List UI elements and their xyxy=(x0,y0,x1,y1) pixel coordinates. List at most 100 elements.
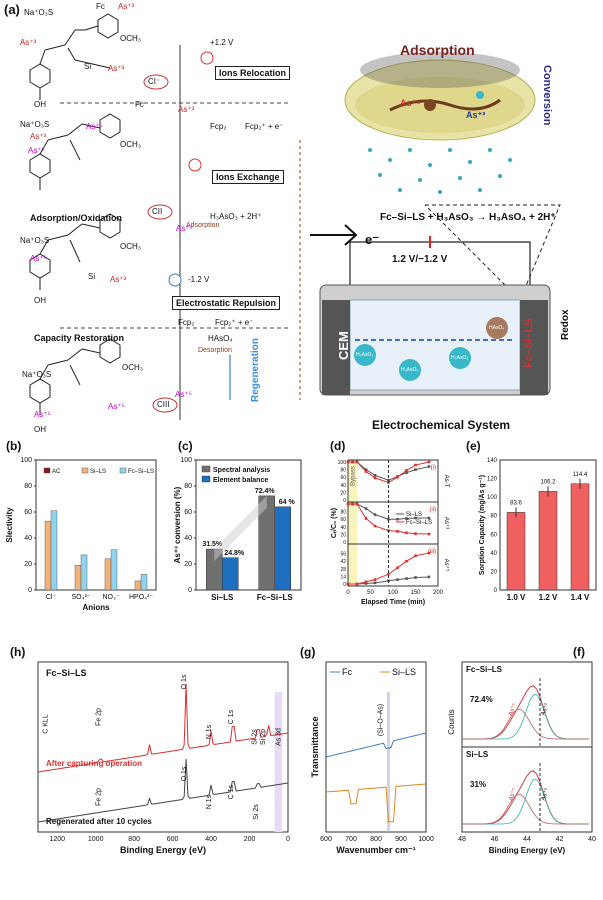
chart-d-xtick-label: 50 xyxy=(367,590,374,596)
chart-g-series-line xyxy=(325,783,427,823)
chart-h-series-line xyxy=(37,758,289,823)
chart-d-ytick-label: 42 xyxy=(340,559,346,565)
equation-label: Fc–Si–LS + H₃AsO₃ → H₃AsO₄ + 2H⁺ xyxy=(380,212,556,223)
chart-d-ytick-label: 0 xyxy=(343,498,346,504)
as5-label-2: As⁺⁵ xyxy=(86,122,103,131)
chart-d-point xyxy=(346,582,350,586)
chart-h-xtick-label: 600 xyxy=(167,836,179,843)
ion-dots xyxy=(368,148,512,194)
chart-c-legend-swatch xyxy=(201,475,211,483)
chart-f-peak-label: As⁺³ xyxy=(540,703,551,717)
chart-g-xtick-label: 600 xyxy=(320,836,332,843)
fc-label-2: Fc xyxy=(135,100,144,109)
chart-h-peak-label: C 1s xyxy=(228,784,235,799)
si-label-3: Si xyxy=(88,272,96,281)
chart-d-xtick-label: 100 xyxy=(388,590,399,596)
chart-b-xtick-label: SO₄²⁻ xyxy=(72,594,91,601)
chart-d-point xyxy=(364,470,368,473)
regeneration-label: Regeneration xyxy=(250,338,261,402)
cell-h3aso3-1: H₃AsO₃ xyxy=(356,352,374,358)
chart-h-peak-label: Si 2p xyxy=(260,729,267,745)
chart-d-subplot-id: (ii) xyxy=(429,507,436,513)
chart-d-ytick-label: 56 xyxy=(340,552,346,558)
chart-b-legend-swatch xyxy=(119,467,127,474)
chart-b-xtick-label: NO₃⁻ xyxy=(102,594,119,601)
chart-d-ytick-label: 0 xyxy=(343,540,346,546)
chart-d-legend-label: Fc–Si–LS xyxy=(406,520,432,526)
chart-c-ytick-label: 20 xyxy=(184,561,192,568)
as3-sheet-label: As⁺³ xyxy=(466,110,486,120)
chart-d-ytick-label: 60 xyxy=(340,517,346,523)
chart-f-title: Si–LS xyxy=(466,750,489,759)
chart-g-xlabel: Wavenumber cm⁻¹ xyxy=(336,845,415,855)
chart-e-bar-label: 114.4 xyxy=(573,472,588,478)
chart-h-peak-label: C 1s xyxy=(228,709,235,724)
molecule-4 xyxy=(29,338,121,415)
chart-e-ytick-label: 0 xyxy=(494,588,498,594)
chart-c-bar-label: 24.8% xyxy=(224,550,245,557)
molecule-2 xyxy=(29,113,121,190)
chart-h-peak-label: Fe 2p xyxy=(96,708,103,726)
naso3s-label-3: Na⁺O₃S xyxy=(20,236,50,245)
chart-d-point xyxy=(355,502,359,506)
desorption-arrow-label: Desorption xyxy=(198,347,232,354)
chart-e-panel-letter: (e) xyxy=(466,440,481,453)
chart-c-legend-label: Element balance xyxy=(213,477,268,484)
chart-d-series-line xyxy=(348,503,430,535)
as5-label-6: As⁺⁵ xyxy=(108,402,125,411)
chart-b-bar xyxy=(50,510,58,591)
chart-h-xtick-label: 200 xyxy=(244,836,256,843)
chart-h-xtick-label: 1200 xyxy=(49,836,65,843)
chart-d-point xyxy=(414,576,417,579)
chart-d-point xyxy=(396,578,399,581)
chart-d-point xyxy=(427,532,431,536)
voltage-minus: -1.2 V xyxy=(188,275,210,284)
chart-e-ytick-label: 120 xyxy=(487,477,498,483)
as3-label-3: As⁺³ xyxy=(108,64,125,73)
chart-f-xtick-label: 44 xyxy=(523,836,531,843)
chart-d: (d)Bypass020406080100(i)As-T020406080(ii… xyxy=(330,440,450,606)
chart-d-point xyxy=(405,577,408,580)
chart-d-point xyxy=(364,468,368,471)
chart-g-series-line xyxy=(325,732,427,758)
fc-si-ls-electrode-label: Fc–Si–LS xyxy=(523,318,535,368)
fc-label-1: Fc xyxy=(96,2,105,11)
chart-d-point xyxy=(405,471,408,474)
chart-d-point xyxy=(355,460,359,464)
chart-c-ytick-label: 80 xyxy=(184,483,192,490)
chart-d-point xyxy=(427,516,431,520)
chart-b-bar xyxy=(74,565,82,591)
as3-label-5: As⁺³ xyxy=(178,105,195,114)
chart-d-xtick-label: 0 xyxy=(346,590,350,596)
voltage-plus: +1.2 V xyxy=(210,38,234,47)
charts-area: (b)020406080100Cl⁻SO₄²⁻NO₃⁻HPO₄²⁻AnionsS… xyxy=(5,440,597,855)
chart-d-ytick-label: 14 xyxy=(340,574,346,580)
chart-c-bar xyxy=(274,506,291,591)
och3-label-4: OCH₃ xyxy=(122,363,144,372)
chart-d-point xyxy=(396,530,399,533)
chart-e-bar xyxy=(506,512,526,591)
chart-d-ytick-label: 40 xyxy=(340,483,346,489)
chart-h-series-label: Regenerated after 10 cycles xyxy=(46,817,152,826)
ions-relocation-box: Ions Relocation xyxy=(215,66,291,80)
chart-h-peak-label: Fe 2p xyxy=(96,788,103,806)
chart-b-ytick-label: 60 xyxy=(24,509,32,516)
chart-c-ytick-label: 100 xyxy=(180,457,192,464)
electron-label: e⁻ xyxy=(365,232,380,247)
chart-e-bar-label: 106.2 xyxy=(540,479,556,485)
cl-i-label: CI⁻ xyxy=(148,77,161,86)
chart-b-panel-letter: (b) xyxy=(6,440,21,453)
och3-label-1: OCH₃ xyxy=(120,34,142,43)
circuit xyxy=(349,236,531,285)
chart-b-ytick-label: 100 xyxy=(20,457,32,464)
chart-d-subplot-id: (iii) xyxy=(428,549,436,555)
chart-f-xtick-label: 46 xyxy=(491,836,499,843)
chart-b-legend-label: Si–LS xyxy=(90,469,106,475)
chart-h-peak-label: N 1s xyxy=(206,724,213,739)
chart-d-point xyxy=(387,517,390,521)
chart-b-bar xyxy=(104,558,112,591)
panel-a-scheme xyxy=(29,13,561,420)
